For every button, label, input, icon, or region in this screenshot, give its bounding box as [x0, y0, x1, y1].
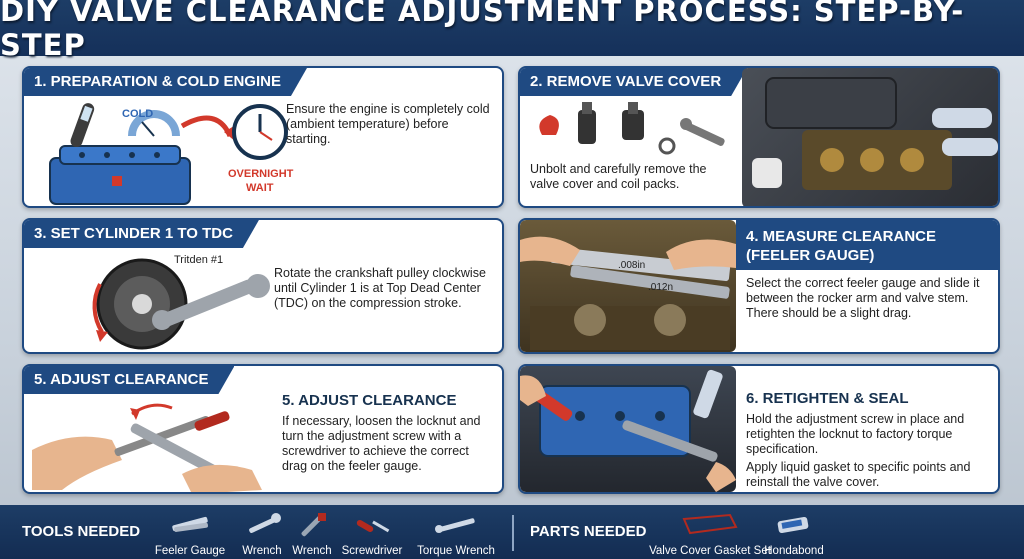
feeler-gauge-illustration — [520, 236, 736, 350]
cold-label: COLD — [122, 108, 154, 120]
tool-label: Torque Wrench — [417, 545, 495, 557]
coil-pack-parts-icon — [539, 102, 725, 155]
tool-label: Wrench — [242, 545, 282, 557]
page-title: DIY VALVE CLEARANCE ADJUSTMENT PROCESS: … — [0, 0, 965, 62]
wrench-icon — [249, 513, 281, 533]
tool-label: Feeler Gauge — [154, 545, 226, 557]
step-4-heading-line2: (FEELER GAUGE) — [746, 247, 875, 264]
retighten-photo — [520, 366, 736, 492]
step-4-header-box: 4. MEASURE CLEARANCE (FEELER GAUGE) — [736, 220, 998, 270]
tool-wrench-1: Wrench — [222, 513, 302, 557]
adjust-clearance-illustration — [32, 403, 262, 492]
torque-wrench-icon — [435, 518, 475, 533]
step-3-text: Rotate the crankshaft pulley clockwise u… — [274, 266, 486, 310]
step-4-heading-line1: 4. MEASURE CLEARANCE — [746, 228, 937, 245]
retighten-seal-illustration — [520, 369, 736, 492]
tool-label: Screwdriver — [341, 545, 403, 557]
step-2-panel: 2. REMOVE VALVE COVER Unbolt and careful… — [518, 66, 1000, 208]
part-gasket-set: Valve Cover Gasket Set — [648, 513, 772, 557]
gauge-b-label: .012n — [648, 282, 674, 293]
tool-label: Wrench — [292, 545, 332, 557]
feeler-gauge-photo — [520, 220, 736, 352]
part-label: Valve Cover Gasket Set — [649, 545, 771, 557]
engine-bay-illustration — [752, 77, 998, 190]
wrench-icon — [301, 513, 326, 537]
step-2-text: Unbolt and carefully remove the valve co… — [530, 162, 707, 191]
step-4-text: Select the correct feeler gauge and slid… — [746, 276, 980, 320]
step-2-heading: 2. REMOVE VALVE COVER — [520, 68, 747, 96]
step-5-heading: 5. ADJUST CLEARANCE — [24, 366, 234, 394]
step-6-text: Hold the adjustment screw in place and r… — [746, 412, 965, 456]
step-6-heading: 6. RETIGHTEN & SEAL — [746, 390, 909, 407]
step-3-heading: 3. SET CYLINDER 1 TO TDC — [24, 220, 259, 248]
tool-wrench-2: Wrench — [272, 513, 352, 557]
step-6-text-2: Apply liquid gasket to specific points a… — [746, 460, 971, 489]
screwdriver-icon — [356, 520, 390, 533]
parts-needed-label: PARTS NEEDED — [530, 523, 647, 540]
step-1-text: Ensure the engine is completely cold (am… — [286, 102, 490, 146]
overnight-label: OVERNIGHT — [228, 168, 294, 180]
crankshaft-pulley-illustration — [92, 258, 270, 350]
tools-needed-label: TOOLS NEEDED — [22, 523, 141, 540]
bar-divider — [512, 515, 514, 551]
gauge-a-label: .008in — [618, 260, 646, 271]
engine-bay-photo — [742, 68, 998, 206]
wait-label: WAIT — [246, 182, 274, 194]
step-5-text: If necessary, loosen the locknut and tur… — [282, 414, 481, 473]
feeler-gauge-icon — [172, 516, 208, 532]
step-3-panel: 3. SET CYLINDER 1 TO TDC Tritden #1 Rota… — [22, 218, 504, 354]
step-1-panel: 1. PREPARATION & COLD ENGINE COLD OVERNI… — [22, 66, 504, 208]
step-6-panel: 6. RETIGHTEN & SEAL Hold the adjustment … — [518, 364, 1000, 494]
part-hondabond: Hondabond — [754, 513, 834, 557]
step-5-panel: 5. ADJUST CLEARANCE 5. ADJUST CLEARANCE … — [22, 364, 504, 494]
sealant-tube-icon — [777, 516, 809, 534]
step-4-panel: .008in .012n 4. MEASURE CLEARANCE (FEELE… — [518, 218, 1000, 354]
cold-engine-illustration — [49, 103, 288, 205]
gasket-icon — [682, 513, 738, 535]
tool-screwdriver: Screwdriver — [332, 513, 412, 557]
tool-torque-wrench: Torque Wrench — [416, 513, 496, 557]
step-1-heading: 1. PREPARATION & COLD ENGINE — [24, 68, 307, 96]
part-label: Hondabond — [764, 545, 824, 557]
tools-parts-bar: TOOLS NEEDED Feeler Gauge Wrench Wrench … — [0, 505, 1024, 559]
title-bar: DIY VALVE CLEARANCE ADJUSTMENT PROCESS: … — [0, 0, 1024, 62]
tool-feeler-gauge: Feeler Gauge — [150, 513, 230, 557]
pulley-label: Tritden #1 — [174, 254, 224, 266]
step-5-inline-heading: 5. ADJUST CLEARANCE — [282, 392, 457, 409]
